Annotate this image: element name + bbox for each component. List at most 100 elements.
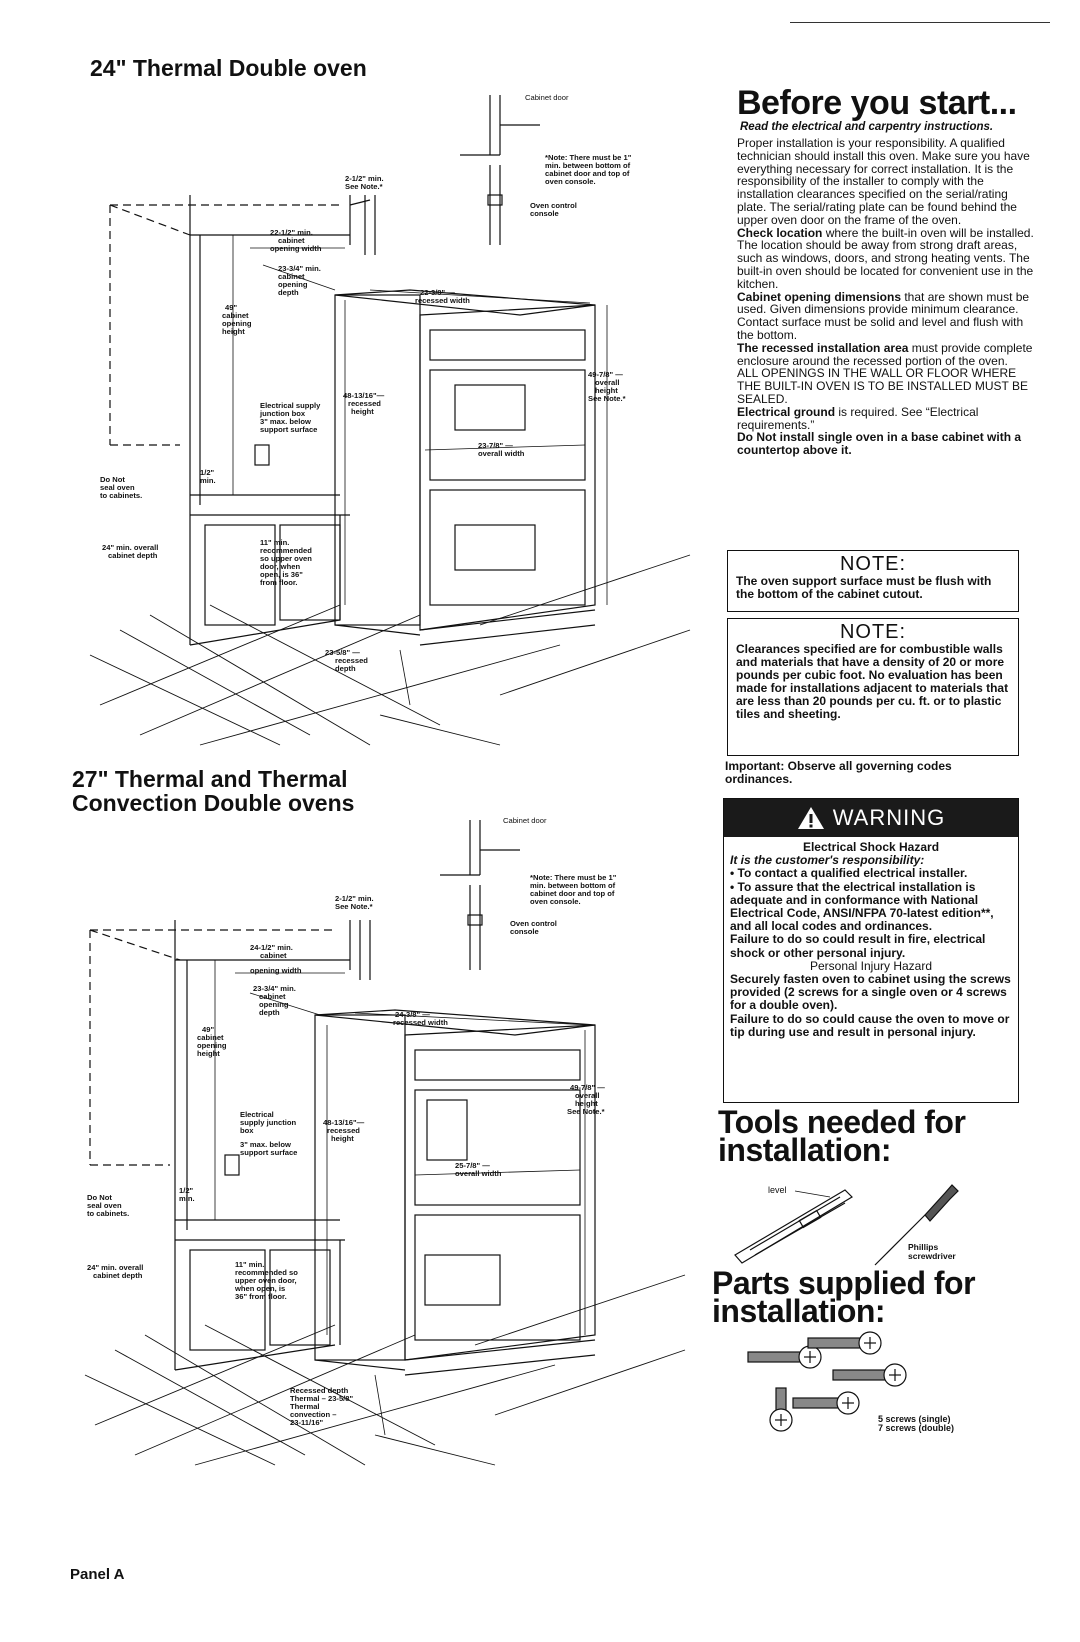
warning-bullet-1: • To contact a qualified electrical inst… [730,866,968,881]
junction-box [224,1154,240,1176]
label-depth-4: depth [259,1008,280,1017]
label-h49-4: height [222,327,245,336]
label-width-2: cabinet [260,951,287,960]
screw-icon [832,1363,907,1387]
label-half-1: 1/2" [179,1186,194,1195]
label-half-1: 1/2" [200,468,215,477]
before-para-3: Cabinet opening dimensions that are show… [737,289,1030,342]
section-title-24: 24" Thermal Double oven [90,55,367,81]
diagram-24-oven: Cabinet door *Note: There must be 1" min… [89,93,691,746]
screw-icon [792,1391,860,1415]
label-elec-2: supply junction [240,1118,296,1127]
label-width-3: opening width [250,966,302,975]
label-eleven-5: 36" from floor. [235,1292,287,1301]
label-elec-5: support surface [240,1148,297,1157]
cabinet-outline [109,204,340,446]
warning-heading: WARNING [832,805,946,830]
label-half-2: min. [200,476,216,485]
oven-body [334,289,596,646]
label-cabdepth-1: 24" min. overall [87,1263,143,1272]
junction-box [254,444,270,466]
label-eleven-2: recommended [260,546,312,555]
label-min-2-1-2: 2-1/2" min. [345,174,384,183]
warning-title-2: Personal Injury Hazard [809,958,933,973]
note-1-heading: NOTE: [839,553,907,575]
before-para-4: The recessed installation area must prov… [737,340,1033,368]
label-rd-4: convection – [290,1410,336,1419]
label-donot-2: seal oven [87,1201,122,1210]
label-half-2: min. [179,1194,195,1203]
label-oh-3: height [575,1099,598,1108]
warning-title: Electrical Shock Hazard [802,840,940,854]
label-rw-1: 24-3/8" — [395,1010,430,1019]
label-eleven-5: open, is 36" [260,570,303,579]
warning-header: WARNING [724,799,1018,837]
important-note: Important: Observe all governing codes o… [725,759,952,786]
label-rd-2: recessed [335,656,368,665]
label-eleven-3: so upper oven [260,554,312,563]
label-rd-5: 23-11/16" [290,1418,324,1427]
tools-illustration: level Phillips screwdriver [734,1184,959,1266]
screws-label-1: 5 screws (single) [878,1414,951,1424]
label-h49-4: height [197,1049,220,1058]
label-rw-2: recessed width [393,1018,448,1027]
label-oh-1: 49-7/8" — [588,370,623,379]
label-h49-1: 49" [225,303,237,312]
label-rh-1: 48-13/16"— [323,1118,365,1127]
label-h49-3: opening [222,319,252,328]
label-oh-4: See Note.* [588,394,626,403]
note-1-body: The oven support surface must be flush w… [736,574,992,601]
label-oven-control-2: console [530,209,559,218]
before-para-2: Check location where the built-in oven w… [737,225,1034,291]
label-see-note: See Note.* [335,902,373,911]
label-eleven-1: 11" min. [260,538,289,547]
floor-lines [89,554,691,746]
label-depth-1: 23-3/4" min. [253,984,296,993]
section-title-27-line2: Convection Double ovens [72,790,355,816]
phillips-screwdriver-icon [874,1184,959,1266]
label-rh-3: height [351,407,374,416]
label-elec-1: Electrical supply [260,401,321,410]
label-h49-3: opening [197,1041,227,1050]
level-label: level [768,1185,787,1195]
label-eleven-4: when open, is [234,1284,285,1293]
parts-heading-line1: Parts supplied for [712,1265,976,1301]
label-oh-4: See Note.* [567,1107,605,1116]
warning-failure-2: Failure to do so could cause the oven to… [730,1011,1010,1039]
label-depth-4: depth [278,288,299,297]
label-width-3: opening width [270,244,322,253]
label-donot-3: to cabinets. [87,1209,129,1218]
label-h49-2: cabinet [222,311,249,320]
label-elec-2: junction box [259,409,306,418]
parts-heading-line2: installation: [712,1293,886,1329]
label-eleven-3: upper oven door, [235,1276,297,1285]
label-rh-3: height [331,1134,354,1143]
label-depth-2: cabinet [278,272,305,281]
label-note-1: *Note: There must be 1" [545,153,632,162]
label-ow-2: overall width [455,1169,502,1178]
label-oh-2: overall [575,1091,599,1100]
label-oh-3: height [595,386,618,395]
label-oven-control-1: Oven control [510,919,557,928]
screwdriver-label-1: Phillips [908,1242,939,1252]
label-rh-2: recessed [348,399,381,408]
before-subheading: Read the electrical and carpentry instru… [740,121,994,133]
tools-heading-line1: Tools needed for [718,1104,966,1140]
label-note-3: cabinet door and top of [545,169,630,178]
label-ow-2: overall width [478,449,525,458]
before-para-5: ALL OPENINGS IN THE WALL OR FLOOR WHERE … [737,366,1028,406]
cabinet-outline [89,929,335,1166]
label-donot-1: Do Not [100,475,125,484]
label-oh-1: 49-7/8" — [570,1083,605,1092]
warning-box: WARNING Electrical Shock Hazard It is th… [723,798,1019,1103]
label-rd-2: Thermal – 23-5/8" [290,1394,354,1403]
console-detail [460,95,540,245]
screw-icon [807,1331,882,1355]
screw-icon [747,1345,822,1369]
label-h49-1: 49" [202,1025,214,1034]
section-title-27-line1: 27" Thermal and Thermal [72,766,348,792]
label-note-3: cabinet door and top of [530,889,615,898]
label-cabdepth-2: cabinet depth [93,1271,143,1280]
label-rw-2: recessed width [415,296,470,305]
label-note-4: oven console. [530,897,581,906]
